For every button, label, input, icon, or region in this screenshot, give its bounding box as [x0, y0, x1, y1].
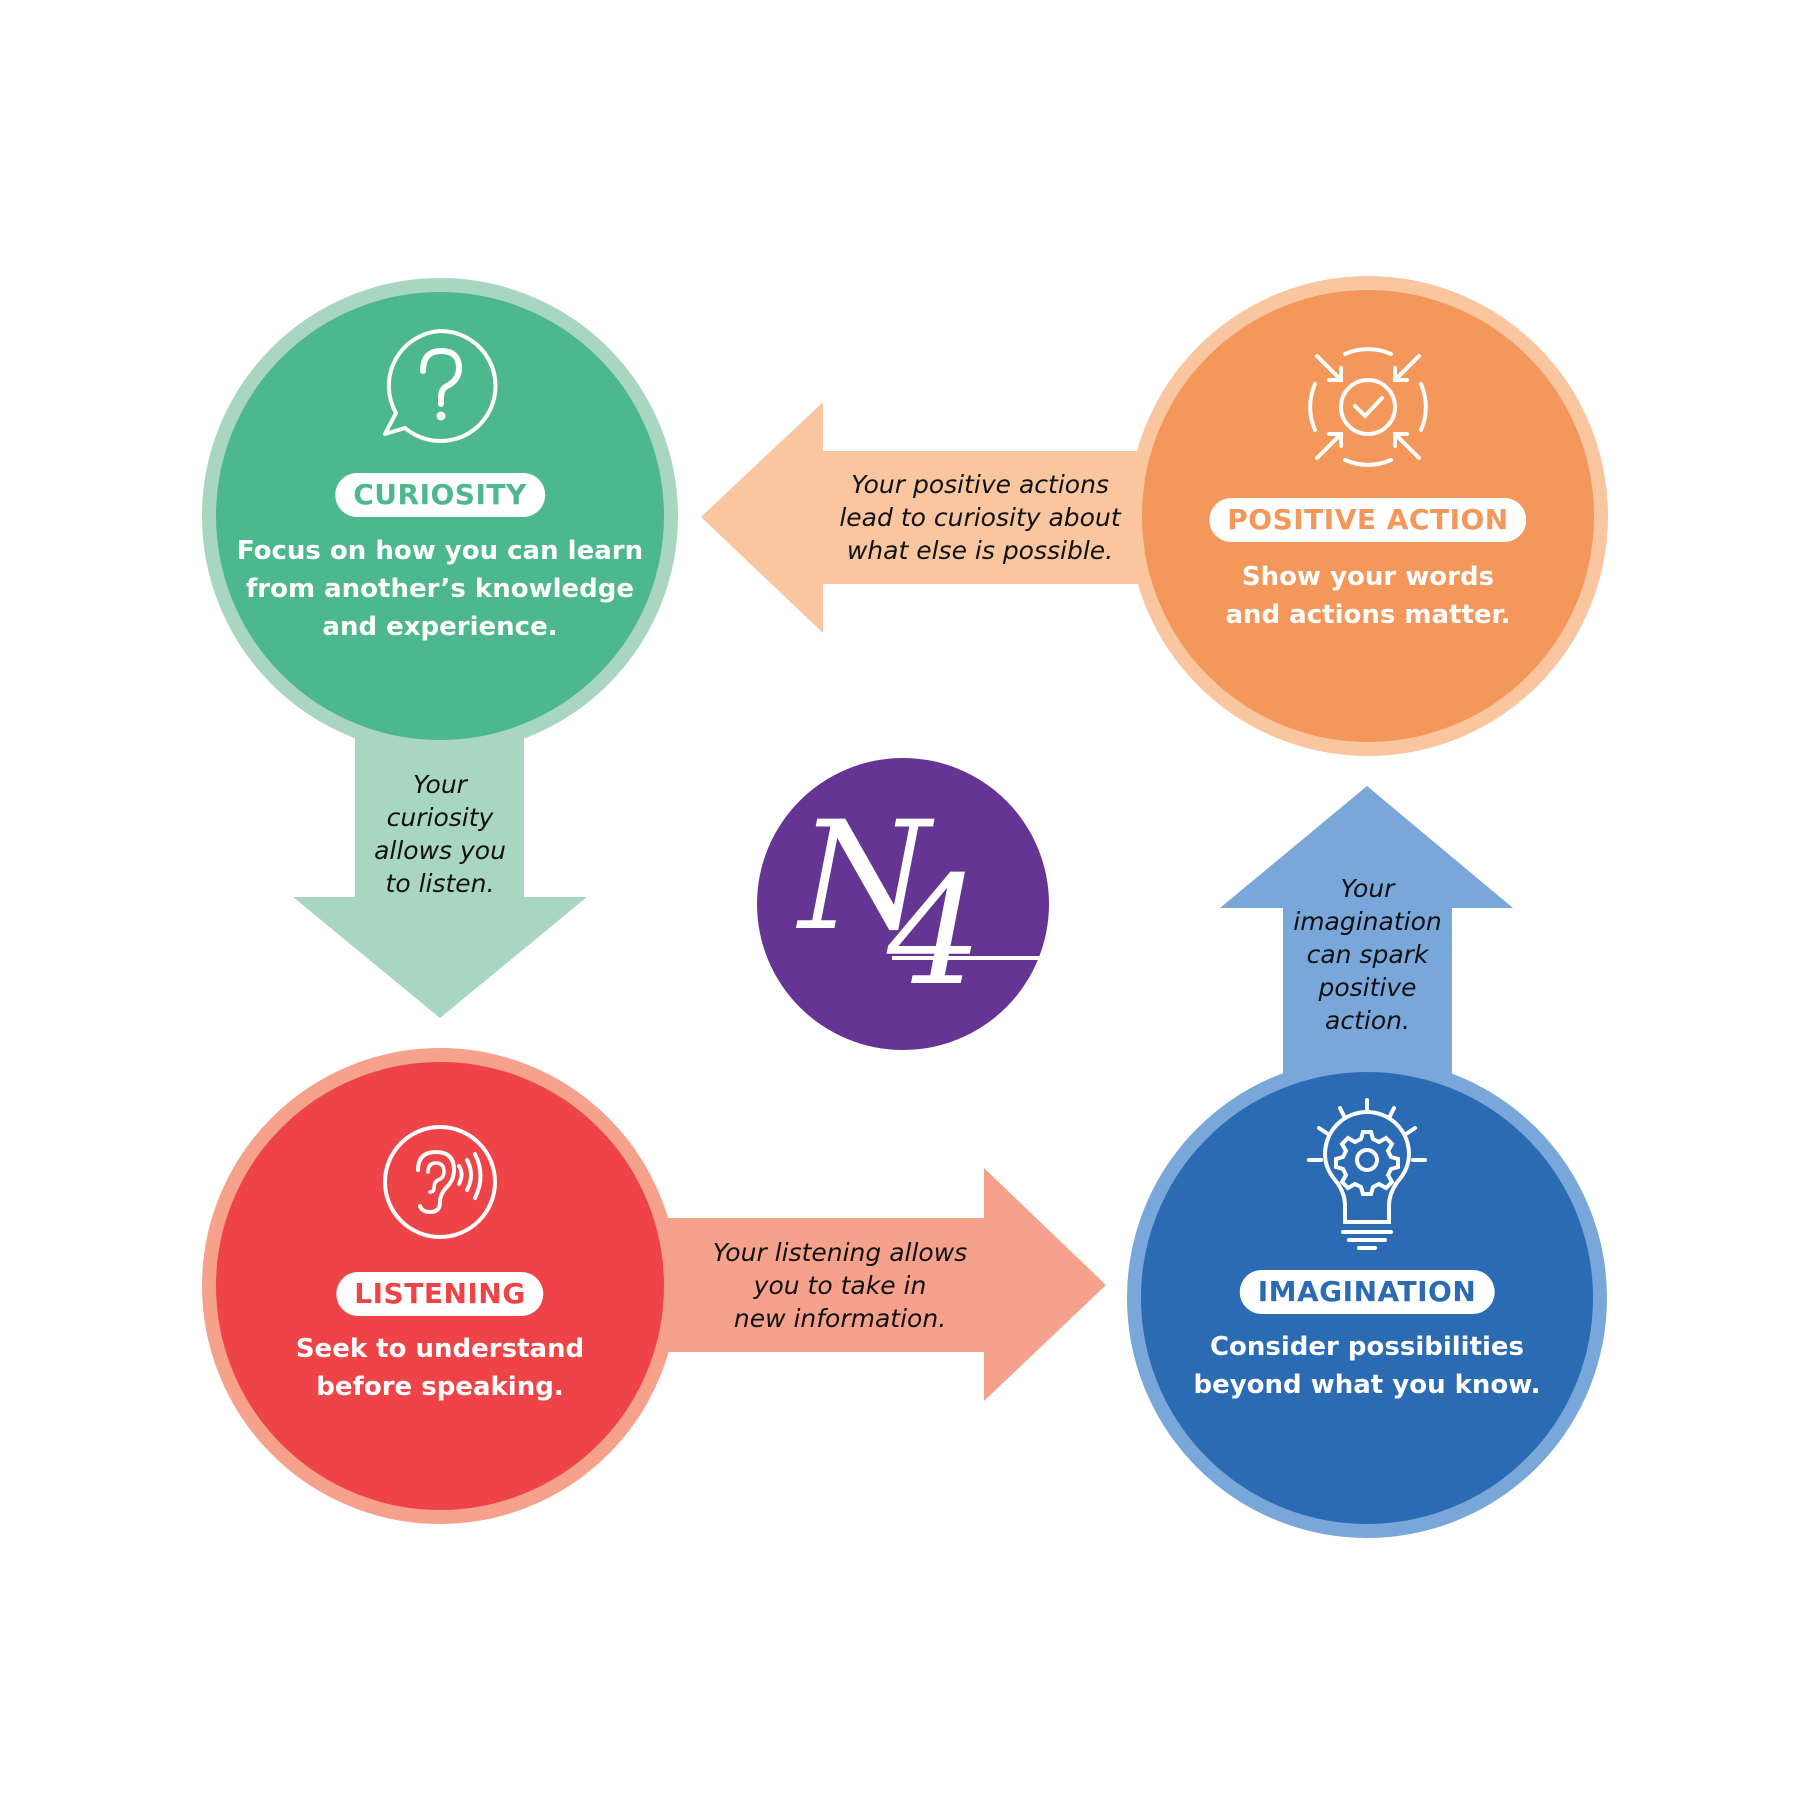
description-line: Show your words	[1241, 562, 1495, 592]
ear-icon	[383, 1125, 497, 1239]
n4-logo-4: 4	[886, 845, 982, 1019]
arrow-text-line: you to take in	[753, 1271, 927, 1300]
arrow-right-shape	[620, 1168, 1106, 1401]
description-line: and experience.	[322, 612, 558, 642]
positive-action-label-pill: POSITIVE ACTION	[1209, 498, 1527, 542]
arrow-text-line: action.	[1325, 1006, 1410, 1035]
curiosity-label-pill: CURIOSITY	[335, 473, 545, 517]
arrow-text-line: Your positive actions	[851, 470, 1109, 499]
node-positive-action: POSITIVE ACTION Show your words and acti…	[1128, 276, 1608, 756]
arrow-text-imagination-to-action: Your imagination can spark positive acti…	[1283, 872, 1452, 1037]
arrow-text-line: to listen.	[385, 869, 495, 898]
description-line: and actions matter.	[1225, 600, 1511, 630]
node-curiosity: CURIOSITY Focus on how you can learn fro…	[202, 278, 678, 754]
node-imagination: IMAGINATION Consider possibilities beyon…	[1127, 1058, 1607, 1538]
arrow-text-action-to-curiosity: Your positive actions lead to curiosity …	[820, 468, 1140, 567]
n4-logo: N 4	[757, 758, 1049, 1050]
arrow-text-line: can spark	[1306, 940, 1429, 969]
positive-action-description: Show your words and actions matter.	[1142, 558, 1594, 634]
listening-description: Seek to understand before speaking.	[216, 1330, 664, 1406]
arrow-left-shape	[701, 402, 1150, 633]
lightbulb-gear-icon	[1307, 1098, 1427, 1250]
description-line: beyond what you know.	[1193, 1370, 1541, 1400]
imagination-label-pill: IMAGINATION	[1239, 1270, 1495, 1314]
node-listening: LISTENING Seek to understand before spea…	[202, 1048, 678, 1524]
arrow-text-listening-to-imagination: Your listening allows you to take in new…	[680, 1236, 1000, 1335]
curiosity-description: Focus on how you can learn from another’…	[216, 532, 664, 646]
arrow-down-shape	[293, 700, 587, 1018]
listening-label-pill: LISTENING	[336, 1272, 544, 1316]
arrow-text-line: allows you	[374, 836, 506, 865]
imagination-description: Consider possibilities beyond what you k…	[1141, 1328, 1593, 1404]
arrow-text-line: lead to curiosity about	[839, 503, 1121, 532]
target-check-icon	[1308, 347, 1428, 467]
n4-logo-mark: N 4	[796, 790, 1049, 1019]
arrow-text-line: imagination	[1293, 907, 1442, 936]
arrow-text-line: new information.	[733, 1304, 947, 1333]
description-line: Consider possibilities	[1209, 1332, 1525, 1362]
arrow-text-curiosity-to-listening: Your curiosity allows you to listen.	[355, 768, 525, 900]
arrow-text-line: Your	[1340, 874, 1395, 903]
n4-logo-n: N	[796, 790, 935, 964]
arrow-up-shape	[1220, 786, 1513, 1100]
description-line: from another’s knowledge	[245, 574, 635, 604]
description-line: Seek to understand	[295, 1334, 585, 1364]
question-bubble-icon	[383, 328, 498, 443]
arrow-text-line: curiosity	[386, 803, 494, 832]
arrow-text-line: what else is possible.	[846, 536, 1114, 565]
arrow-text-line: Your listening allows	[712, 1238, 968, 1267]
description-line: Focus on how you can learn	[236, 536, 644, 566]
arrow-text-line: Your	[413, 770, 467, 799]
arrow-text-line: positive	[1318, 973, 1417, 1002]
description-line: before speaking.	[316, 1372, 564, 1402]
